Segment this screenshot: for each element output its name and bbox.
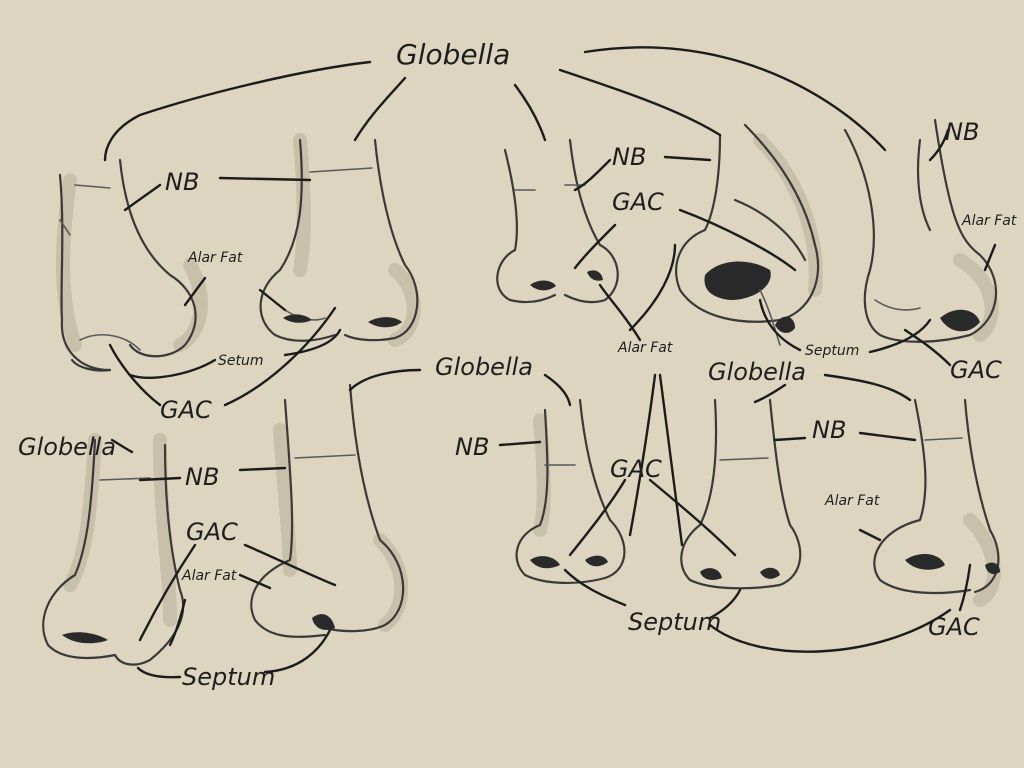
leader-lines — [103, 46, 997, 679]
label-alar-fat-4: Alar Fat — [181, 568, 237, 584]
label-septum-5: Septum — [628, 608, 721, 636]
nose-sketch-1 — [56, 158, 208, 372]
label-gac-3: GAC — [950, 356, 1002, 384]
label-septum-2: Septum — [805, 343, 859, 359]
nose-sketch-9 — [680, 398, 802, 590]
nose-sketch-4 — [675, 123, 823, 346]
label-nb-5: NB — [455, 433, 489, 461]
nose-sketch-10 — [873, 398, 1001, 607]
nose-sketch-7 — [250, 383, 409, 638]
nose-sketch-8 — [515, 398, 626, 584]
label-globella-right: Globella — [708, 358, 806, 386]
label-gac-2: GAC — [612, 188, 664, 216]
label-nb-6: NB — [812, 416, 846, 444]
label-alar-fat-3: Alar Fat — [961, 213, 1017, 229]
label-septum-4: Septum — [182, 663, 275, 691]
nose-sketch-6 — [42, 433, 185, 666]
label-gac-4: GAC — [186, 518, 238, 546]
label-globella-top: Globella — [396, 38, 510, 71]
label-nb-4: NB — [185, 463, 219, 491]
label-nb-2: NB — [612, 143, 646, 171]
label-gac-5: GAC — [610, 455, 662, 483]
label-alar-fat-2: Alar Fat — [617, 340, 673, 356]
label-gac-6: GAC — [928, 613, 980, 641]
label-nb-1: NB — [165, 168, 199, 196]
label-nb-3: NB — [945, 118, 979, 146]
nose-sketch-2 — [259, 133, 421, 347]
label-gac-1: GAC — [160, 396, 212, 424]
label-setum-1: Setum — [218, 353, 264, 369]
label-alar-fat-6: Alar Fat — [824, 493, 880, 509]
label-alar-fat-1: Alar Fat — [187, 250, 243, 266]
nose-sketch-5 — [843, 118, 999, 343]
label-globella-left: Globella — [18, 433, 116, 461]
labels: Globella NB Alar Fat Setum GAC NB GAC Al… — [18, 38, 1017, 691]
label-globella-mid: Globella — [435, 353, 533, 381]
nose-sketch-3 — [496, 138, 619, 304]
